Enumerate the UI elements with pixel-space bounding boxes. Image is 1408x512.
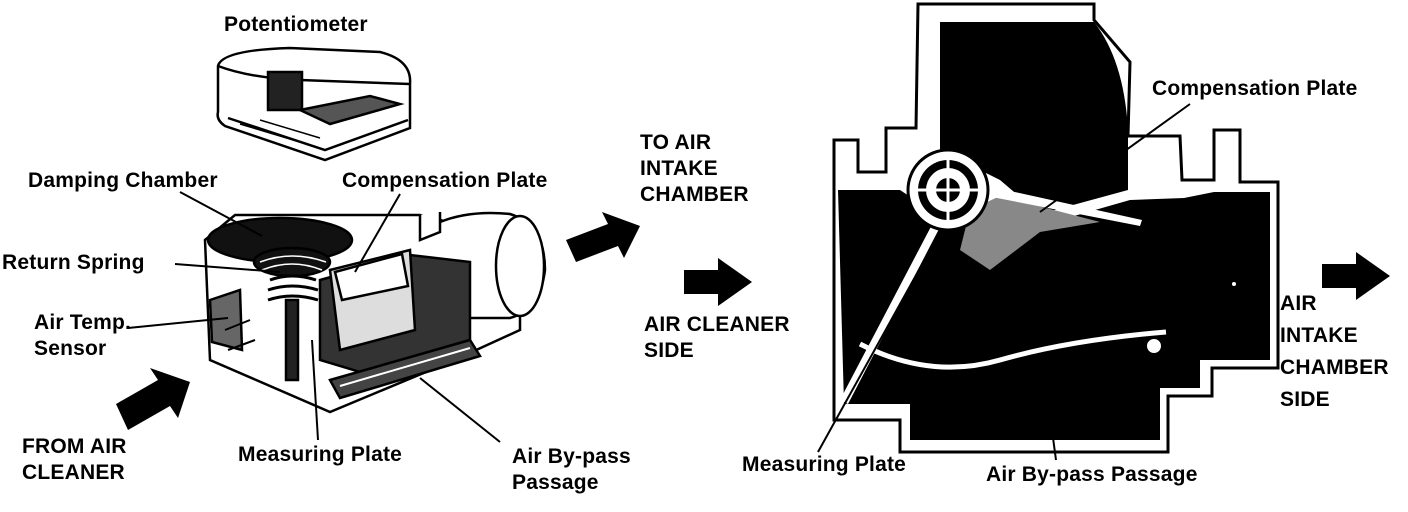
- label-air-intake-chamber-side: AIR INTAKE CHAMBER SIDE: [1280, 292, 1389, 411]
- label-air-bypass-left: Air By-pass Passage: [512, 445, 631, 494]
- air-intake-side-arrow: [1322, 252, 1390, 300]
- label-compensation-plate-left: Compensation Plate: [342, 169, 548, 192]
- cross-section: [832, 2, 1280, 454]
- leader-lines-left: [127, 191, 501, 443]
- air-cleaner-side-arrow: [684, 258, 752, 306]
- label-from-air-cleaner: FROM AIR CLEANER: [22, 435, 127, 484]
- flow-arrows: [116, 212, 1390, 430]
- label-return-spring: Return Spring: [2, 251, 145, 274]
- to-intake-arrow: [566, 212, 640, 262]
- meter-body: [203, 211, 547, 414]
- potentiometer-housing: [216, 46, 412, 162]
- label-damping-chamber: Damping Chamber: [28, 169, 218, 192]
- label-measuring-plate-left: Measuring Plate: [238, 443, 403, 466]
- label-potentiometer: Potentiometer: [224, 13, 368, 36]
- label-to-air-intake-chamber: TO AIR INTAKE CHAMBER: [640, 131, 749, 206]
- label-air-cleaner-side: AIR CLEANER SIDE: [644, 313, 790, 362]
- label-air-bypass-right: Air By-pass Passage: [986, 463, 1198, 486]
- label-measuring-plate-right: Measuring Plate: [742, 453, 907, 476]
- leader-lines-right: [817, 103, 1191, 461]
- label-compensation-plate-right: Compensation Plate: [1152, 77, 1358, 100]
- label-air-temp-sensor: Air Temp. Sensor: [34, 311, 132, 360]
- from-air-cleaner-arrow: [116, 368, 190, 430]
